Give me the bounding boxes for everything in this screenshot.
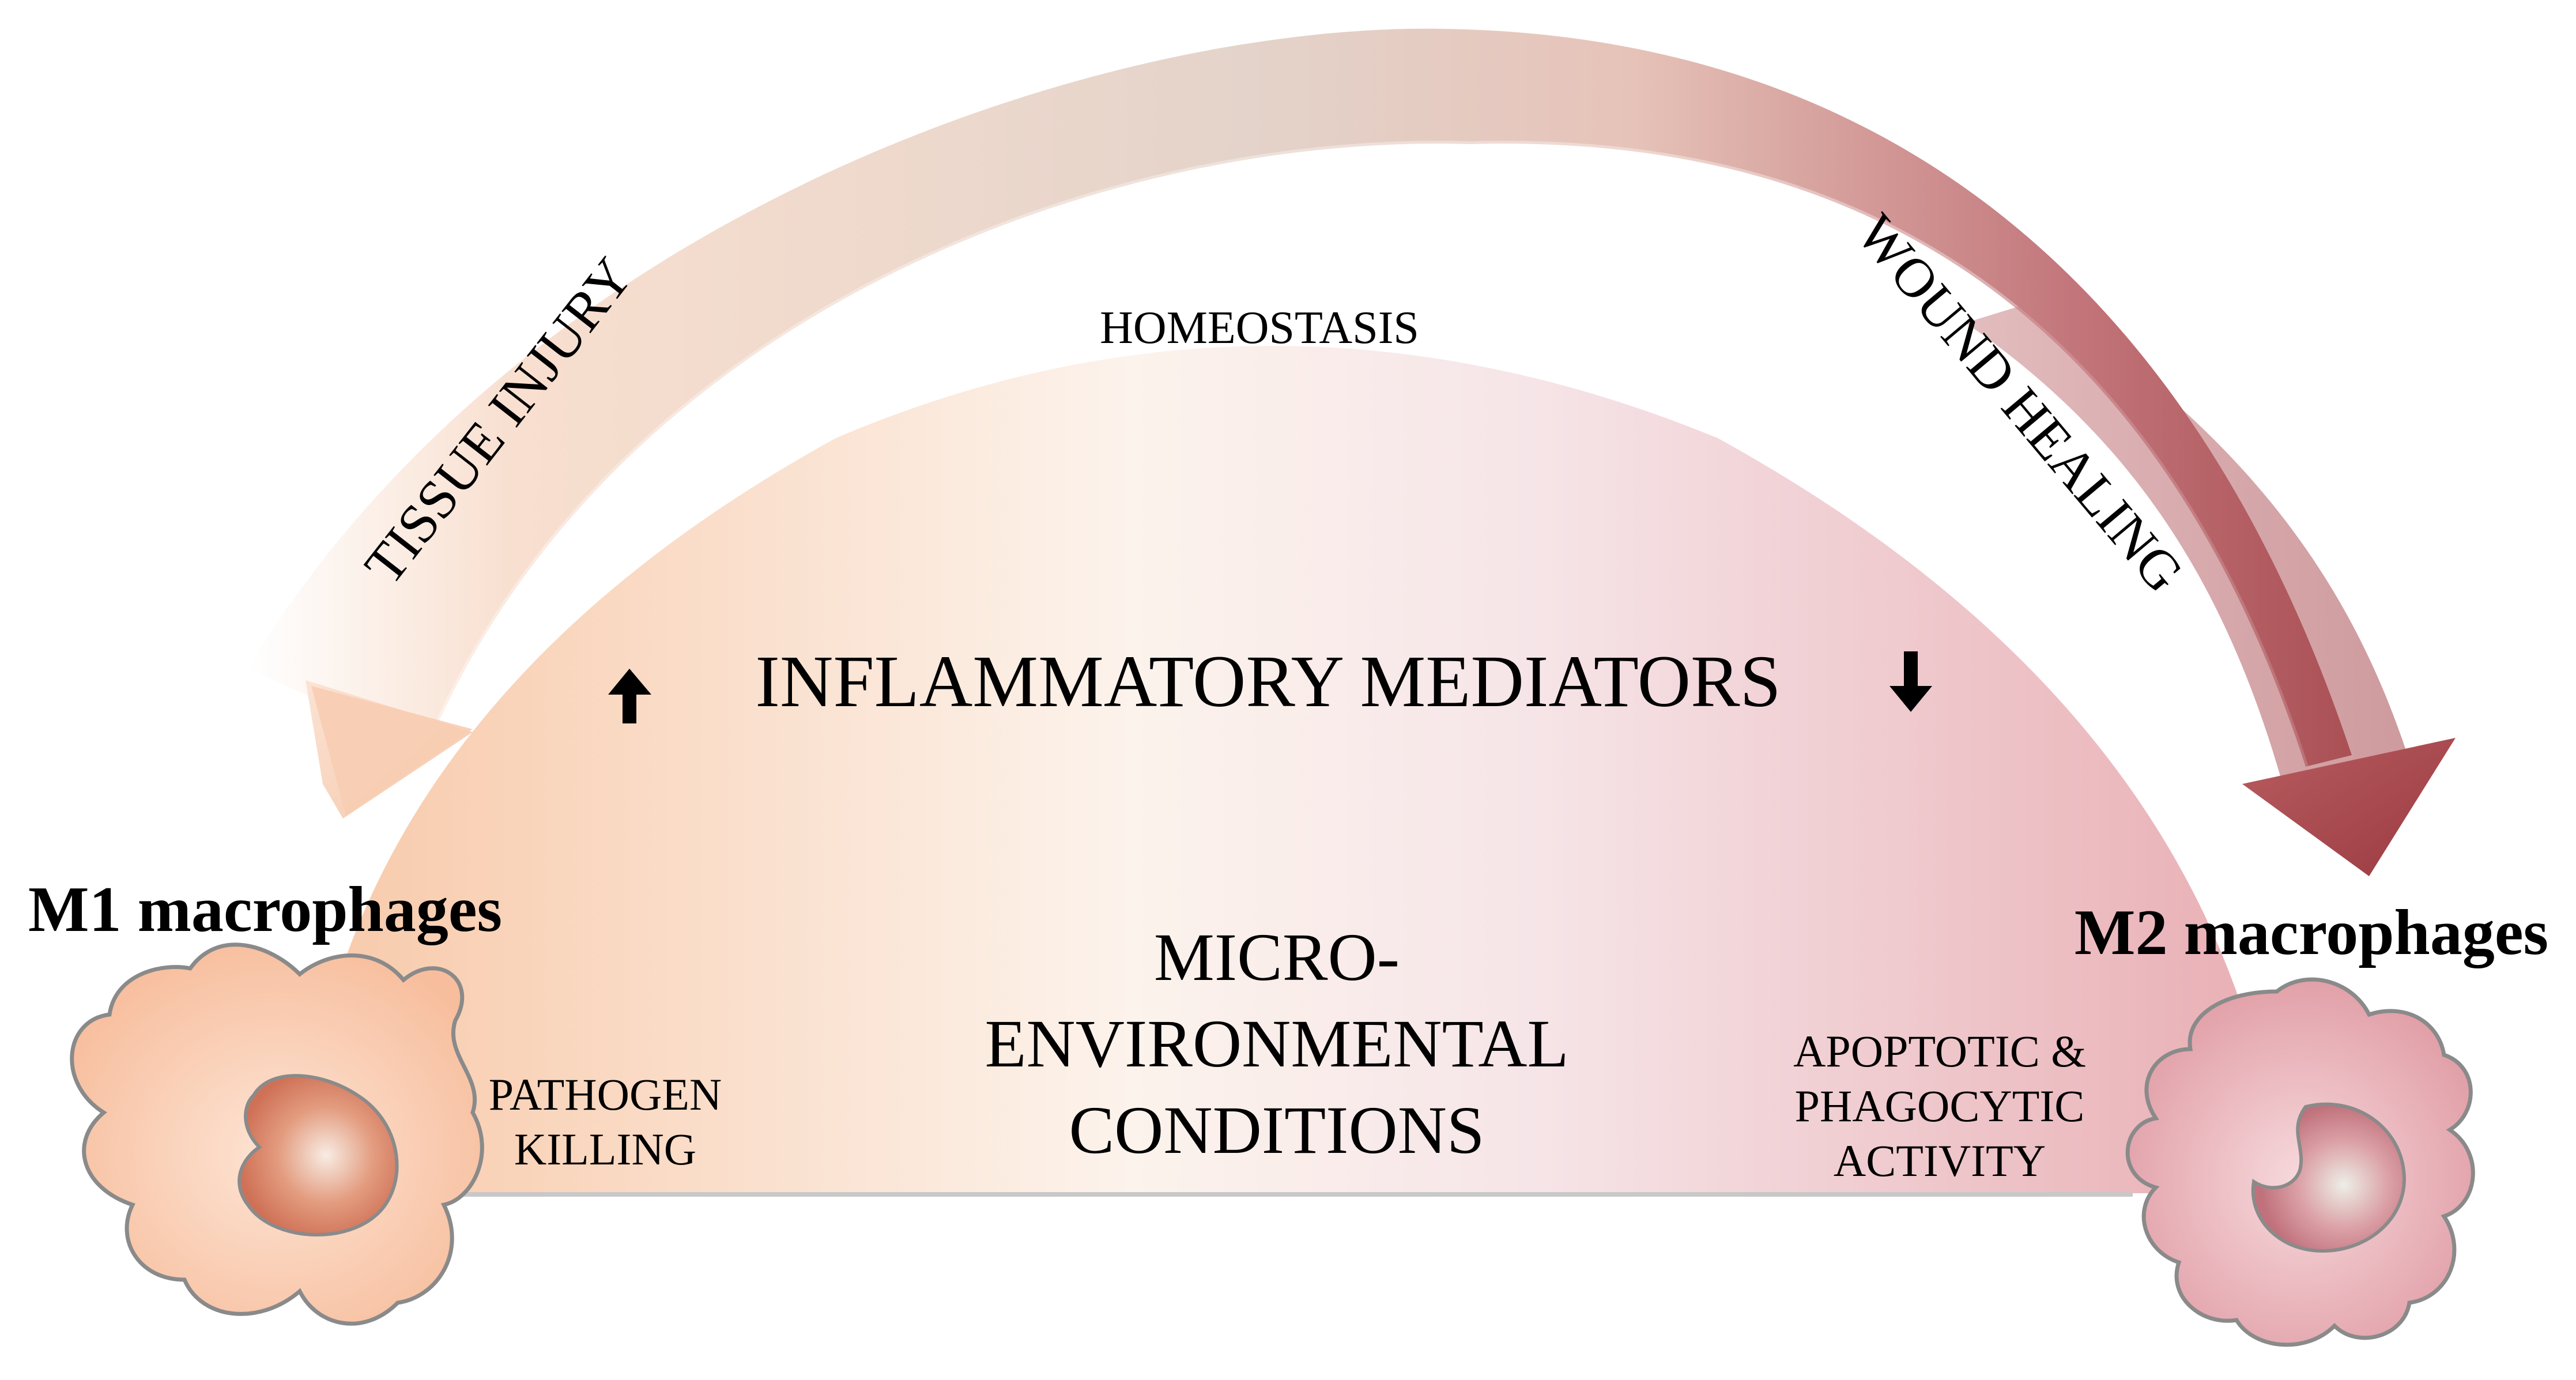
arrow-up-icon xyxy=(608,669,651,723)
m2-title: M2 macrophages xyxy=(2075,897,2548,968)
homeostasis-label: HOMEOSTASIS xyxy=(1100,303,1419,353)
arrow-to-m1-tip xyxy=(311,686,473,816)
micro-environment-line3: CONDITIONS xyxy=(1069,1092,1484,1168)
arrow-down-icon xyxy=(1889,651,1932,712)
m2-function-line3: ACTIVITY xyxy=(1834,1136,2046,1186)
m2-macrophage-icon xyxy=(2125,977,2475,1347)
m1-function-line2: KILLING xyxy=(514,1124,696,1174)
arrow-to-m2-head xyxy=(2242,738,2456,876)
inflammatory-mediators-label: INFLAMMATORY MEDIATORS xyxy=(755,640,1781,722)
m2-function-line1: APOPTOTIC & xyxy=(1793,1026,2086,1076)
micro-environment-line1: MICRO- xyxy=(1154,919,1400,995)
microenvironment-dome xyxy=(300,346,2283,1193)
arrow-to-m2-shaft xyxy=(1966,300,2409,784)
micro-environment-line2: ENVIRONMENTAL xyxy=(985,1006,1568,1081)
m2-function-line2: PHAGOCYTIC xyxy=(1795,1081,2085,1131)
m1-macrophage-icon xyxy=(70,942,484,1326)
m1-title: M1 macrophages xyxy=(28,874,502,945)
polarization-arc-band xyxy=(248,28,2352,767)
m1-function-line1: PATHOGEN xyxy=(489,1069,722,1119)
